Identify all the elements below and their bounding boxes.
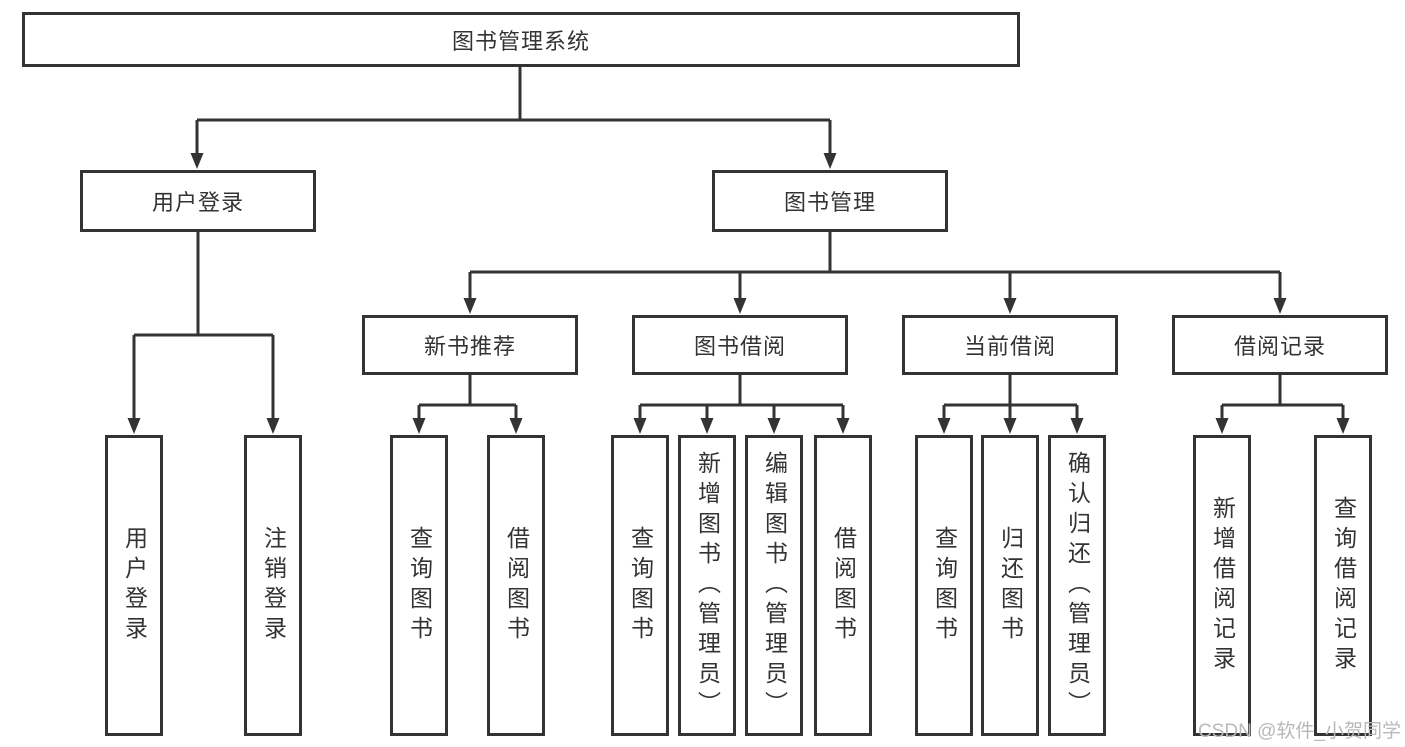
csdn-watermark: CSDN @软件_小贺同学 [1198, 721, 1401, 742]
arrowheads [127, 153, 1350, 434]
node-label: 借阅图书 [503, 525, 530, 646]
node-user-login: 用户登录 [80, 170, 316, 232]
node-label: 新增图书（管理员） [694, 450, 721, 721]
leaf-add-borrow-record: 新增借阅记录 [1193, 435, 1251, 736]
node-label: 新增借阅记录 [1209, 495, 1236, 676]
node-book-management: 图书管理 [712, 170, 948, 232]
node-label: 查询图书 [931, 525, 958, 646]
node-system-root: 图书管理系统 [22, 12, 1020, 67]
node-current-borrow: 当前借阅 [902, 315, 1118, 375]
leaf-query-books-2: 查询图书 [611, 435, 669, 736]
node-new-book-recommend: 新书推荐 [362, 315, 578, 375]
node-label: 当前借阅 [963, 334, 1056, 359]
node-label: 借阅图书 [830, 525, 857, 646]
node-label: 查询图书 [406, 525, 433, 646]
leaf-return-books: 归还图书 [981, 435, 1039, 736]
leaf-add-books-admin: 新增图书（管理员） [678, 435, 736, 736]
leaf-query-books-1: 查询图书 [390, 435, 448, 736]
leaf-query-borrow-record: 查询借阅记录 [1314, 435, 1372, 736]
leaf-borrow-books-1: 借阅图书 [487, 435, 545, 736]
node-label: 归还图书 [997, 525, 1024, 646]
node-book-borrow: 图书借阅 [632, 315, 848, 375]
leaf-query-books-3: 查询图书 [915, 435, 973, 736]
leaf-borrow-books-2: 借阅图书 [814, 435, 872, 736]
node-label: 编辑图书（管理员） [761, 450, 788, 721]
node-label: 借阅记录 [1233, 334, 1326, 359]
node-label: 新书推荐 [423, 334, 516, 359]
node-label: 用户登录 [151, 190, 244, 215]
node-label: 查询借阅记录 [1330, 495, 1357, 676]
leaf-confirm-return-admin: 确认归还（管理员） [1048, 435, 1106, 736]
node-label: 用户登录 [121, 525, 148, 646]
node-borrow-records: 借阅记录 [1172, 315, 1388, 375]
leaf-edit-books-admin: 编辑图书（管理员） [745, 435, 803, 736]
node-label: 图书管理系统 [451, 28, 590, 54]
leaf-logout: 注销登录 [244, 435, 302, 736]
node-label: 确认归还（管理员） [1064, 450, 1091, 721]
node-label: 图书借阅 [693, 334, 786, 359]
node-label: 注销登录 [260, 525, 287, 646]
node-label: 图书管理 [783, 190, 876, 215]
leaf-user-login: 用户登录 [105, 435, 163, 736]
node-label: 查询图书 [627, 525, 654, 646]
